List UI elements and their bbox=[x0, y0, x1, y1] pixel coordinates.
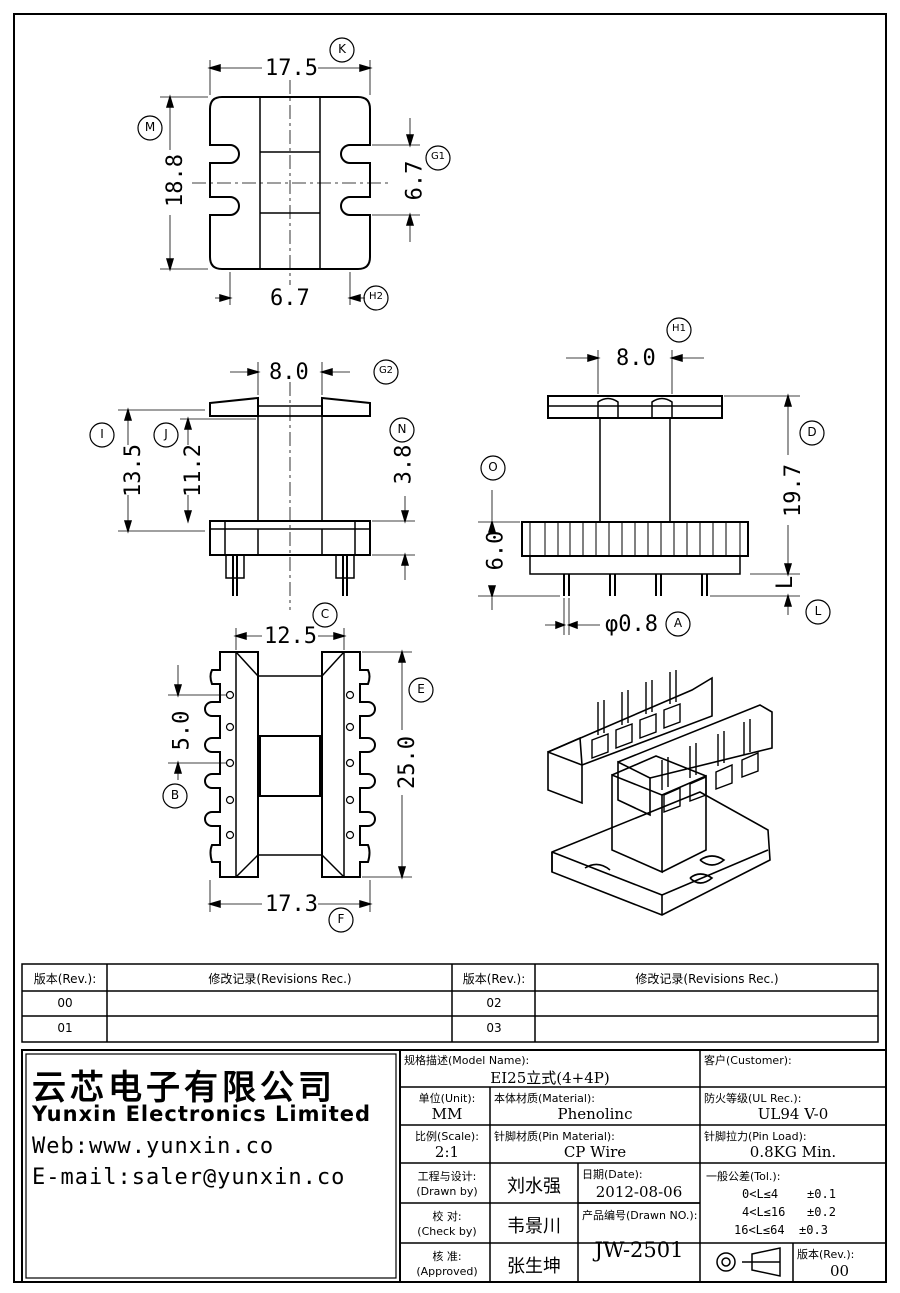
drawn-label-en: (Drawn by) bbox=[416, 1185, 478, 1198]
bottom-view bbox=[168, 628, 412, 912]
company-web: Web:www.yunxin.co bbox=[32, 1134, 275, 1159]
pin-load-label: 针脚拉力(Pin Load): bbox=[704, 1130, 807, 1143]
dim-side-top: 8.0 bbox=[616, 346, 656, 371]
ul-label: 防火等级(UL Rec.): bbox=[704, 1092, 802, 1105]
drawn-label-cn: 工程与设计: bbox=[417, 1170, 477, 1183]
dim-top-height: 18.8 bbox=[162, 154, 188, 207]
dim-top-width: 17.5 bbox=[265, 56, 318, 81]
revision-table-lines bbox=[21, 963, 879, 1043]
callout-D: D bbox=[807, 425, 817, 439]
callout-H1: H1 bbox=[672, 323, 686, 334]
check-by: 韦景川 bbox=[507, 1216, 561, 1237]
tolerance-row-3: 16<L≤64 ±0.3 bbox=[734, 1223, 828, 1237]
rev-row-1-right: 02 bbox=[486, 996, 502, 1010]
dim-top-bottom: 6.7 bbox=[270, 286, 310, 311]
company-email: E-mail:saler@yunxin.co bbox=[32, 1165, 346, 1190]
side-view bbox=[478, 350, 800, 635]
rev-label: 版本(Rev.): bbox=[797, 1248, 855, 1261]
dim-front-h3: 3.8 bbox=[391, 444, 417, 485]
callout-N: N bbox=[397, 422, 407, 436]
pin-material-value: CP Wire bbox=[563, 1143, 627, 1161]
callout-F: F bbox=[337, 912, 345, 926]
tolerance-row-2: 4<L≤16 ±0.2 bbox=[742, 1205, 836, 1219]
unit-label: 单位(Unit): bbox=[418, 1092, 476, 1105]
front-view bbox=[118, 362, 415, 610]
company-name-en: Yunxin Electronics Limited bbox=[32, 1102, 372, 1126]
drawn-by: 刘水强 bbox=[507, 1176, 561, 1197]
callouts bbox=[89, 37, 831, 933]
callout-K: K bbox=[338, 42, 346, 56]
material-value: Phenolinc bbox=[557, 1105, 633, 1123]
tolerance-label: 一般公差(Tol.): bbox=[706, 1170, 781, 1183]
dim-bottom-len: 25.0 bbox=[394, 736, 420, 789]
date-value: 2012-08-06 bbox=[595, 1183, 683, 1201]
rev-header-left: 版本(Rev.): bbox=[33, 972, 97, 986]
rev-row-2-right: 03 bbox=[486, 1021, 502, 1035]
check-label-en: (Check by) bbox=[417, 1225, 477, 1238]
date-label: 日期(Date): bbox=[582, 1168, 643, 1181]
drawn-no-value: JW-2501 bbox=[594, 1238, 684, 1262]
approved-label-en: (Approved) bbox=[416, 1265, 478, 1278]
dim-front-top: 8.0 bbox=[269, 360, 309, 385]
drawn-no-label: 产品编号(Drawn NO.): bbox=[582, 1209, 698, 1222]
rev-row-2-left: 01 bbox=[57, 1021, 73, 1035]
approved-label-cn: 核 准: bbox=[432, 1250, 462, 1263]
callout-M: M bbox=[144, 120, 156, 134]
dim-side-L: L bbox=[773, 575, 799, 590]
callout-I: I bbox=[100, 427, 104, 441]
rev-row-1-left: 00 bbox=[57, 996, 73, 1010]
customer-label: 客户(Customer): bbox=[704, 1054, 792, 1067]
pin-load-value: 0.8KG Min. bbox=[749, 1143, 837, 1161]
pin-material-label: 针脚材质(Pin Material): bbox=[494, 1130, 615, 1143]
dim-top-slot: 6.7 bbox=[402, 160, 428, 201]
rev-value: 00 bbox=[829, 1262, 850, 1280]
scale-label: 比例(Scale): bbox=[415, 1130, 479, 1143]
callout-G1: G1 bbox=[430, 151, 446, 162]
callout-E: E bbox=[417, 682, 425, 696]
isometric-view bbox=[547, 670, 773, 916]
dim-bottom-pitch: 5.0 bbox=[169, 710, 195, 751]
approved-by: 张生坤 bbox=[507, 1256, 561, 1277]
callout-C: C bbox=[320, 607, 330, 621]
top-view bbox=[160, 60, 420, 305]
tolerance-row-1: 0<L≤4 ±0.1 bbox=[742, 1187, 836, 1201]
callout-H2: H2 bbox=[369, 291, 383, 302]
unit-value: MM bbox=[431, 1105, 463, 1123]
title-block-lines bbox=[21, 1049, 887, 1283]
dim-side-height: 19.7 bbox=[780, 464, 806, 517]
dim-bottom-width: 17.3 bbox=[265, 892, 318, 917]
rev-header-right: 版本(Rev.): bbox=[462, 972, 526, 986]
scale-value: 2:1 bbox=[434, 1143, 460, 1161]
callout-O: O bbox=[488, 460, 498, 474]
callout-B: B bbox=[170, 788, 180, 802]
model-label: 规格描述(Model Name): bbox=[404, 1054, 530, 1067]
dim-side-base: 6.0 bbox=[483, 530, 509, 571]
dim-front-h1: 13.5 bbox=[120, 444, 146, 497]
callout-J: J bbox=[164, 427, 168, 441]
check-label-cn: 校 对: bbox=[432, 1210, 462, 1223]
callout-A: A bbox=[673, 616, 683, 630]
dim-pin-diameter: φ0.8 bbox=[605, 612, 658, 637]
ul-value: UL94 V-0 bbox=[757, 1105, 829, 1123]
callout-L: L bbox=[814, 604, 822, 618]
dim-bottom-top: 12.5 bbox=[264, 624, 317, 649]
callout-G2: G2 bbox=[378, 365, 394, 376]
model-value: EI25立式(4+4P) bbox=[490, 1069, 610, 1087]
company-name-cn: 云芯电子有限公司 bbox=[32, 1068, 336, 1108]
rec-header-right: 修改记录(Revisions Rec.) bbox=[635, 972, 779, 986]
material-label: 本体材质(Material): bbox=[494, 1092, 595, 1105]
dim-front-h2: 11.2 bbox=[180, 444, 206, 497]
rec-header-left: 修改记录(Revisions Rec.) bbox=[208, 972, 352, 986]
